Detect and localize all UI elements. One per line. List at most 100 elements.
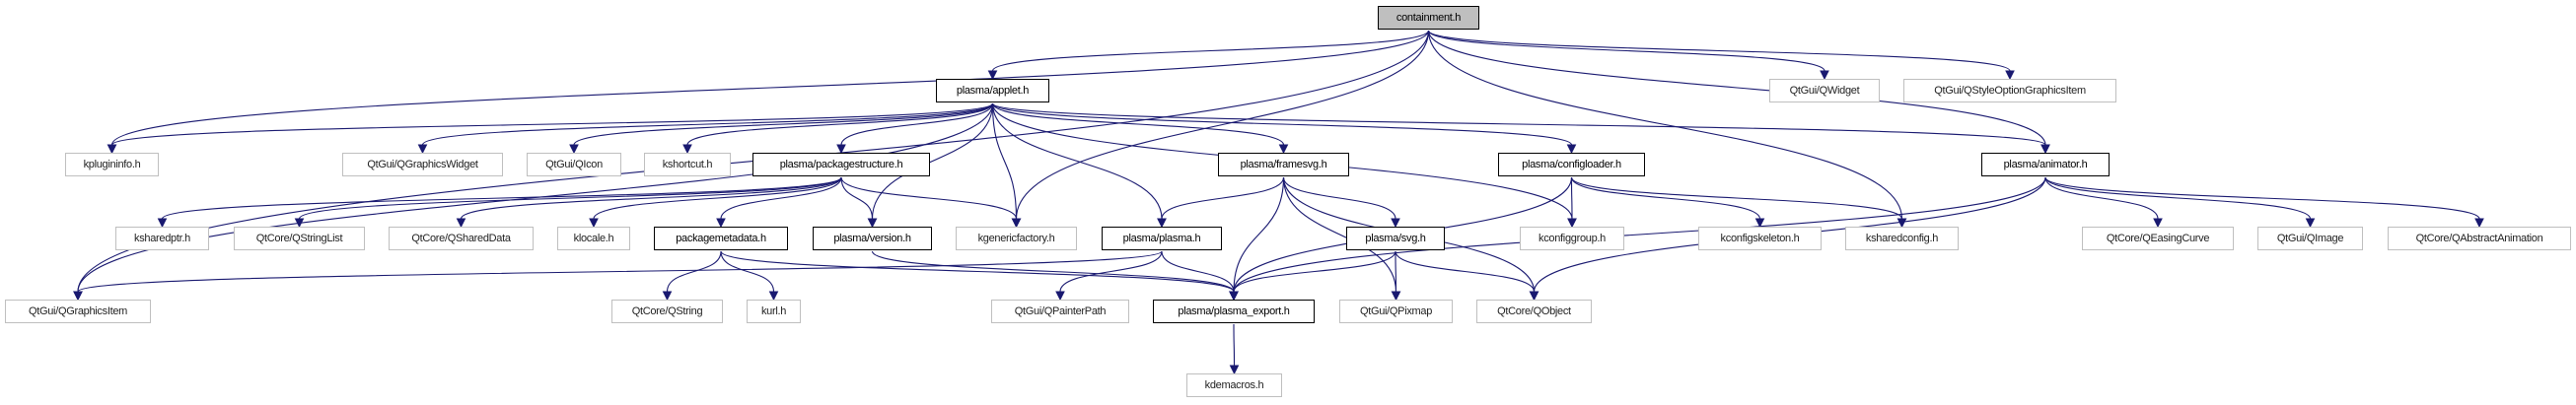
edge-applet-to-kshortcut (686, 102, 994, 146)
arrowhead-packagestructure-to-klocale (589, 218, 599, 229)
node-ksharedconfig: ksharedconfig.h (1845, 227, 1959, 250)
node-qeasingcurve: QtCore/QEasingCurve (2082, 227, 2234, 250)
node-configloader[interactable]: plasma/configloader.h (1498, 153, 1645, 176)
node-plasma-export[interactable]: plasma/plasma_export.h (1153, 300, 1315, 323)
node-qgraphicswidget: QtGui/QGraphicsWidget (342, 153, 503, 176)
edge-plasma_export-to-kdemacros (1233, 323, 1236, 367)
edge-applet-to-framesvg (991, 102, 1285, 146)
edge-animator-to-qabstractanimation (2044, 176, 2480, 220)
node-kgenericfactory: kgenericfactory.h (956, 227, 1077, 250)
edge-containment-to-applet (991, 30, 1430, 72)
node-packagemetadata[interactable]: packagemetadata.h (654, 227, 788, 250)
node-kconfiggroup: kconfiggroup.h (1520, 227, 1624, 250)
edge-svg-to-qpixmap (1395, 250, 1397, 293)
arrowhead-containment-to-qwidget (1820, 70, 1829, 81)
node-ksharedptr: ksharedptr.h (115, 227, 209, 250)
arrowhead-configloader-to-kconfigskeleton (1754, 218, 1765, 229)
node-qstring: QtCore/QString (611, 300, 723, 323)
edge-containment-to-kgenericfactory (1015, 30, 1430, 220)
edge-plasma-to-qgraphicsitem (77, 250, 1163, 293)
edge-version-to-plasma_export (871, 250, 1235, 293)
node-klocale: klocale.h (557, 227, 630, 250)
edge-packagestructure-to-kgenericfactory (840, 176, 1018, 220)
node-animator[interactable]: plasma/animator.h (1981, 153, 2110, 176)
node-qstyleopt: QtGui/QStyleOptionGraphicsItem (1903, 79, 2116, 102)
edge-packagestructure-to-qstringlist (298, 176, 842, 220)
arrowhead-applet-to-packagestructure (836, 144, 846, 155)
edge-applet-to-qgraphicswidget (421, 102, 994, 146)
arrowhead-plasma-to-qpainterpath (1055, 291, 1065, 302)
arrowhead-applet-to-kplugininfo (107, 144, 117, 155)
node-framesvg[interactable]: plasma/framesvg.h (1218, 153, 1349, 176)
arrowhead-plasma_export-to-kdemacros (1229, 365, 1240, 375)
node-qstringlist: QtCore/QStringList (234, 227, 365, 250)
arrowhead-applet-to-qgraphicswidget (417, 144, 428, 155)
node-kconfigskeleton: kconfigskeleton.h (1698, 227, 1822, 250)
edge-containment-to-animator (1427, 30, 2046, 146)
node-qpainterpath: QtGui/QPainterPath (991, 300, 1129, 323)
edge-plasma-to-plasma_export (1161, 250, 1235, 293)
arrowhead-animator-to-qeasingcurve (2153, 218, 2163, 229)
node-applet[interactable]: plasma/applet.h (936, 79, 1049, 102)
arrowhead-packagemetadata-to-qstring (662, 291, 673, 302)
node-packagestructure[interactable]: plasma/packagestructure.h (752, 153, 930, 176)
edge-containment-to-ksharedconfig (1427, 30, 1903, 220)
arrowhead-svg-to-qpixmap (1391, 291, 1401, 302)
edge-packagemetadata-to-qstring (666, 250, 722, 293)
edge-applet-to-kplugininfo (110, 102, 994, 146)
edge-packagemetadata-to-kurl (720, 250, 775, 293)
arrowhead-packagestructure-to-qshareddata (456, 218, 466, 229)
arrowhead-animator-to-qabstractanimation (2474, 218, 2484, 229)
node-version[interactable]: plasma/version.h (813, 227, 932, 250)
arrowhead-applet-to-kshortcut (682, 144, 692, 155)
edge-plasma-to-qpainterpath (1059, 250, 1163, 293)
edge-framesvg-to-svg (1282, 176, 1396, 220)
node-qshareddata: QtCore/QSharedData (389, 227, 534, 250)
edge-framesvg-to-plasma_export (1233, 176, 1285, 293)
arrowhead-packagestructure-to-qstringlist (294, 218, 305, 229)
edge-svg-to-plasma_export (1233, 250, 1396, 293)
arrowhead-packagestructure-to-kgenericfactory (1011, 218, 1022, 229)
edge-framesvg-to-qpixmap (1282, 176, 1397, 293)
node-qicon: QtGui/QIcon (527, 153, 621, 176)
node-qwidget: QtGui/QWidget (1769, 79, 1880, 102)
node-svg[interactable]: plasma/svg.h (1346, 227, 1445, 250)
edge-packagestructure-to-klocale (593, 176, 842, 220)
arrowhead-configloader-to-kconfiggroup (1567, 218, 1577, 229)
node-kshortcut: kshortcut.h (644, 153, 731, 176)
arrowhead-containment-to-applet (987, 70, 998, 81)
node-containment[interactable]: containment.h (1378, 6, 1479, 30)
node-kplugininfo: kplugininfo.h (65, 153, 159, 176)
edge-applet-to-version (871, 102, 994, 220)
arrowhead-containment-to-qstyleopt (2005, 70, 2015, 81)
edge-applet-to-qicon (573, 102, 994, 146)
arrowhead-framesvg-to-plasma (1157, 218, 1167, 229)
edge-applet-to-kgenericfactory (991, 102, 1018, 220)
node-plasma[interactable]: plasma/plasma.h (1102, 227, 1222, 250)
edge-animator-to-qimage (2044, 176, 2312, 220)
edge-svg-to-qobject (1395, 250, 1536, 293)
edge-packagestructure-to-packagemetadata (720, 176, 842, 220)
edge-packagestructure-to-ksharedptr (161, 176, 842, 220)
edge-packagestructure-to-version (840, 176, 874, 220)
arrowhead-applet-to-animator (2040, 144, 2050, 155)
arrowhead-animator-to-qimage (2305, 218, 2316, 229)
edge-packagemetadata-to-plasma_export (720, 250, 1235, 293)
node-qabstractanimation: QtCore/QAbstractAnimation (2388, 227, 2571, 250)
edge-applet-to-packagestructure (840, 102, 994, 146)
arrowhead-packagestructure-to-version (867, 218, 878, 229)
arrowhead-applet-to-framesvg (1278, 144, 1289, 155)
edge-containment-to-kplugininfo (110, 30, 1430, 146)
edge-applet-to-plasma (991, 102, 1163, 220)
arrowhead-packagestructure-to-ksharedptr (157, 218, 168, 229)
edge-packagestructure-to-qshareddata (460, 176, 842, 220)
edge-applet-to-configloader (991, 102, 1573, 146)
arrowhead-applet-to-qicon (569, 144, 579, 155)
arrowhead-animator-to-plasma_export (1229, 291, 1239, 302)
arrowhead-configloader-to-ksharedconfig (1896, 218, 1907, 229)
arrowhead-animator-to-qobject (1529, 291, 1539, 302)
arrowhead-applet-to-configloader (1566, 144, 1577, 155)
edge-containment-to-qstyleopt (1427, 30, 2011, 72)
